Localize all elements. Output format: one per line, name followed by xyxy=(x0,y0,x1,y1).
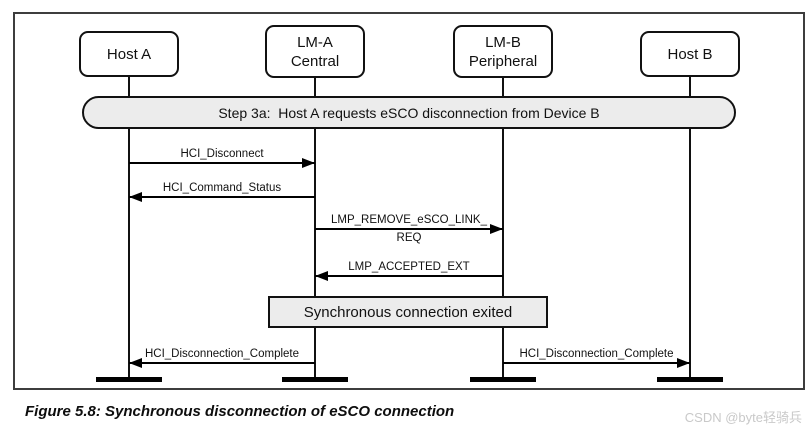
note-sync-connection-exited: Synchronous connection exited xyxy=(268,296,548,328)
message-lmp-remove-esco-link-req: LMP_REMOVE_eSCO_LINK_ REQ xyxy=(315,214,503,248)
actor-host-b-label: Host B xyxy=(667,45,713,63)
terminator-host-a xyxy=(96,377,162,382)
lifeline-host-b xyxy=(689,50,691,380)
arrow-line xyxy=(503,362,690,364)
message-hci-disconnection-complete-left-label: HCI_Disconnection_Complete xyxy=(144,348,300,360)
actor-lm-b-label-line2: Peripheral xyxy=(468,52,538,70)
arrow-line xyxy=(315,228,503,230)
actor-host-a-label: Host A xyxy=(106,45,152,63)
arrowhead-left-icon xyxy=(129,358,142,368)
message-hci-disconnection-complete-left: HCI_Disconnection_Complete xyxy=(129,348,315,382)
message-lmp-accepted-ext: LMP_ACCEPTED_EXT xyxy=(315,261,503,295)
message-lmp-accepted-ext-label: LMP_ACCEPTED_EXT xyxy=(348,261,470,273)
arrowhead-right-icon xyxy=(677,358,690,368)
arrowhead-left-icon xyxy=(315,271,328,281)
message-hci-command-status: HCI_Command_Status xyxy=(129,182,315,216)
step-banner: Step 3a: Host A requests eSCO disconnect… xyxy=(82,96,736,129)
actor-lm-a-label-line2: Central xyxy=(290,52,340,70)
arrowhead-right-icon xyxy=(490,224,503,234)
message-hci-disconnect: HCI_Disconnect xyxy=(129,148,315,182)
csdn-watermark: CSDN @byte轻骑兵 xyxy=(684,410,802,425)
arrowhead-right-icon xyxy=(302,158,315,168)
step-banner-text: Step 3a: Host A requests eSCO disconnect… xyxy=(218,104,600,121)
figure-caption: Figure 5.8: Synchronous disconnection of… xyxy=(25,403,455,420)
arrowhead-left-icon xyxy=(129,192,142,202)
message-hci-disconnect-label: HCI_Disconnect xyxy=(180,148,264,160)
message-lmp-remove-label: LMP_REMOVE_eSCO_LINK_ xyxy=(331,214,487,226)
actor-host-b: Host B xyxy=(640,31,740,77)
terminator-lm-b xyxy=(470,377,536,382)
terminator-host-b xyxy=(657,377,723,382)
arrow-line xyxy=(129,362,315,364)
actor-host-a: Host A xyxy=(79,31,179,77)
actor-lm-a-label-line1: LM-A xyxy=(297,33,333,51)
message-hci-disconnection-complete-right-label: HCI_Disconnection_Complete xyxy=(519,348,674,360)
message-hci-command-status-label: HCI_Command_Status xyxy=(162,182,282,194)
arrow-line xyxy=(129,196,315,198)
actor-lm-b-peripheral: LM-B Peripheral xyxy=(453,25,553,78)
note-text: Synchronous connection exited xyxy=(303,303,513,321)
lifeline-lm-b xyxy=(502,50,504,380)
message-lmp-remove-label-line2: REQ xyxy=(396,232,422,244)
lifeline-lm-a xyxy=(314,50,316,380)
actor-lm-b-label-line1: LM-B xyxy=(485,33,521,51)
arrow-line xyxy=(129,162,315,164)
arrow-line xyxy=(315,275,503,277)
message-hci-disconnection-complete-right: HCI_Disconnection_Complete xyxy=(503,348,690,382)
actor-lm-a-central: LM-A Central xyxy=(265,25,365,78)
lifeline-host-a xyxy=(128,50,130,380)
terminator-lm-a xyxy=(282,377,348,382)
